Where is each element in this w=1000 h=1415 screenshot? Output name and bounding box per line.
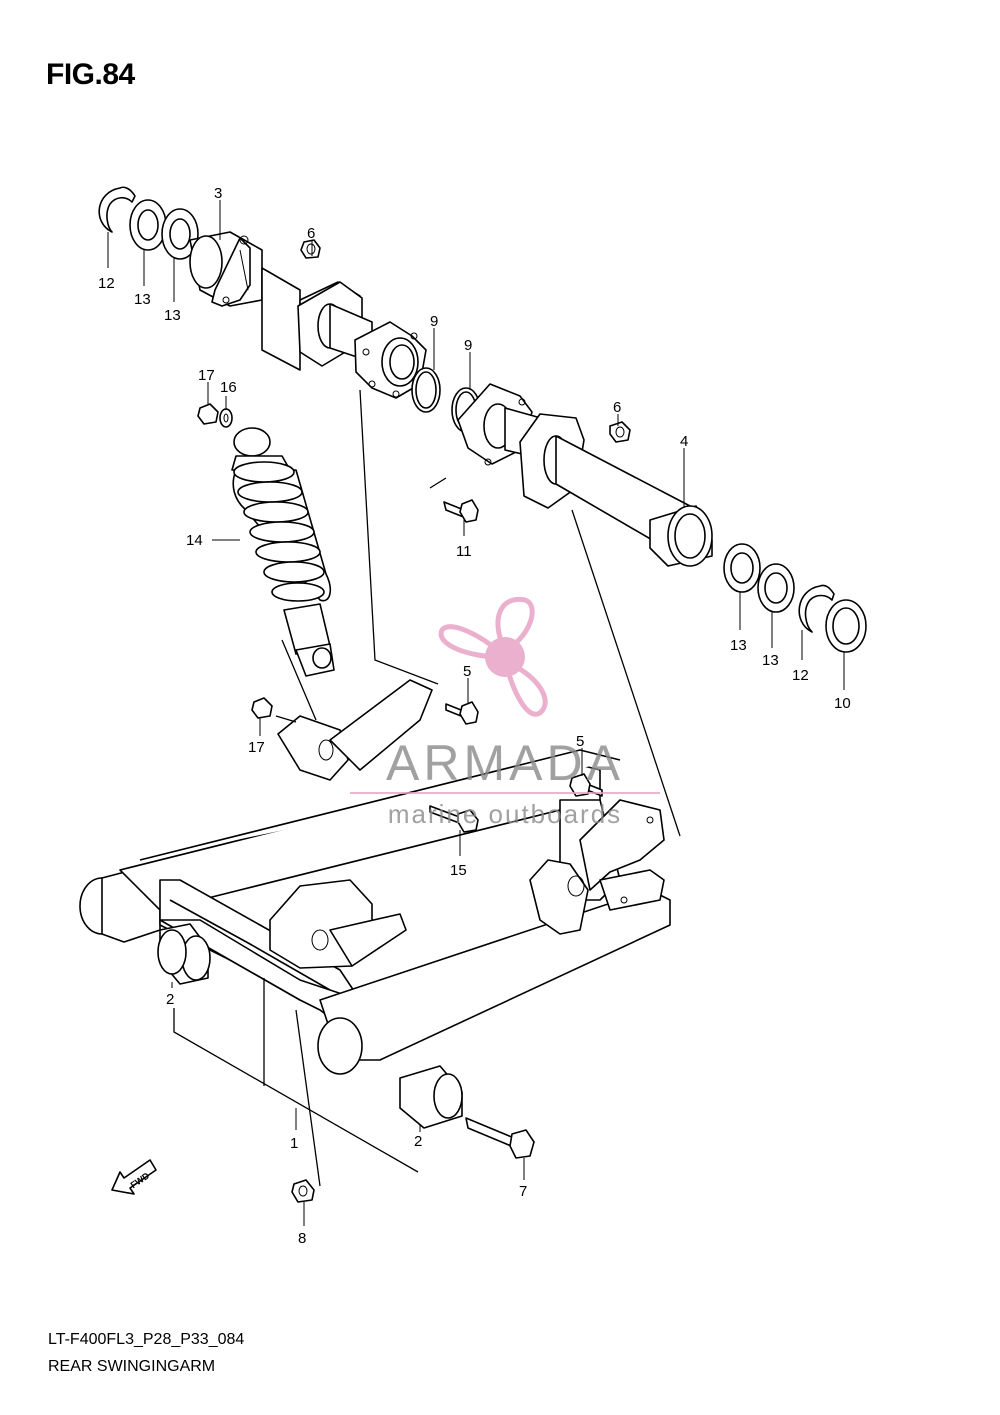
- callout-13: 13: [164, 307, 181, 324]
- washer-16: [219, 408, 233, 428]
- callout-16: 16: [220, 379, 237, 396]
- callout-1: 1: [290, 1135, 298, 1152]
- callout-3: 3: [214, 185, 222, 202]
- callout-2: 2: [166, 991, 174, 1008]
- callout-leaders: [107, 200, 845, 1226]
- figure-title: FIG.84: [46, 58, 135, 91]
- pivot-sleeve-3: [189, 231, 263, 307]
- nut-6-upper: [300, 239, 321, 259]
- callout-5: 5: [576, 733, 584, 750]
- seal-10: [825, 599, 867, 653]
- bushing-2-right: [399, 1065, 463, 1129]
- forward-direction-arrow: FWD: [111, 1159, 157, 1195]
- callout-17: 17: [198, 367, 215, 384]
- swingarm-1: [79, 679, 671, 1075]
- armada-watermark: ARMADA marine outboards: [350, 596, 660, 829]
- bearing-13-lower-a: [723, 543, 761, 593]
- watermark-tagline: marine outboards: [388, 799, 622, 829]
- callout-17: 17: [248, 739, 265, 756]
- axle-end-cap-4: [649, 505, 713, 567]
- nut-6-right: [609, 421, 631, 443]
- circlip-12-upper: [98, 186, 136, 233]
- figure-name: REAR SWINGINGARM: [48, 1358, 216, 1375]
- callout-2: 2: [414, 1133, 422, 1150]
- bolt-5-upper: [445, 701, 479, 725]
- callout-12: 12: [98, 275, 115, 292]
- callout-8: 8: [298, 1230, 306, 1247]
- callout-9: 9: [430, 313, 438, 330]
- bearing-13-upper-b: [161, 208, 199, 260]
- callout-15: 15: [450, 862, 467, 879]
- callout-13: 13: [762, 652, 779, 669]
- left-axle-housing: [261, 267, 427, 399]
- pivot-nut-8: [291, 1179, 315, 1203]
- pivot-bolt-7: [465, 1117, 535, 1159]
- callout-6: 6: [613, 399, 621, 416]
- assembly-guide-lines: [173, 389, 681, 1187]
- bushing-2-left: [157, 923, 211, 985]
- callout-13: 13: [134, 291, 151, 308]
- callout-7: 7: [519, 1183, 527, 1200]
- nut-17-lower: [251, 697, 273, 719]
- callout-6: 6: [307, 225, 315, 242]
- callout-9: 9: [464, 337, 472, 354]
- callout-13: 13: [730, 637, 747, 654]
- bolt-15: [429, 805, 479, 833]
- callout-11: 11: [456, 543, 472, 560]
- circlip-12-lower: [798, 584, 835, 633]
- callout-numbers: 3 12 13 13 6 9 9 17 16 6 4 14 11 13 13 1…: [98, 185, 851, 1247]
- callout-4: 4: [680, 433, 688, 450]
- nut-17-upper: [197, 403, 219, 425]
- watermark-brand: ARMADA: [386, 735, 624, 791]
- o-ring-9-left: [411, 367, 441, 413]
- propeller-logo-icon: [438, 596, 548, 717]
- bearing-13-upper-a: [129, 199, 167, 251]
- callout-10: 10: [834, 695, 851, 712]
- bolt-11: [443, 499, 479, 523]
- bearing-13-lower-b: [757, 563, 795, 613]
- rear-shock-absorber-14: [231, 427, 335, 677]
- callout-14: 14: [186, 532, 203, 549]
- callout-5: 5: [463, 663, 471, 680]
- figure-code: LT-F400FL3_P28_P33_084: [48, 1331, 245, 1348]
- callout-12: 12: [792, 667, 809, 684]
